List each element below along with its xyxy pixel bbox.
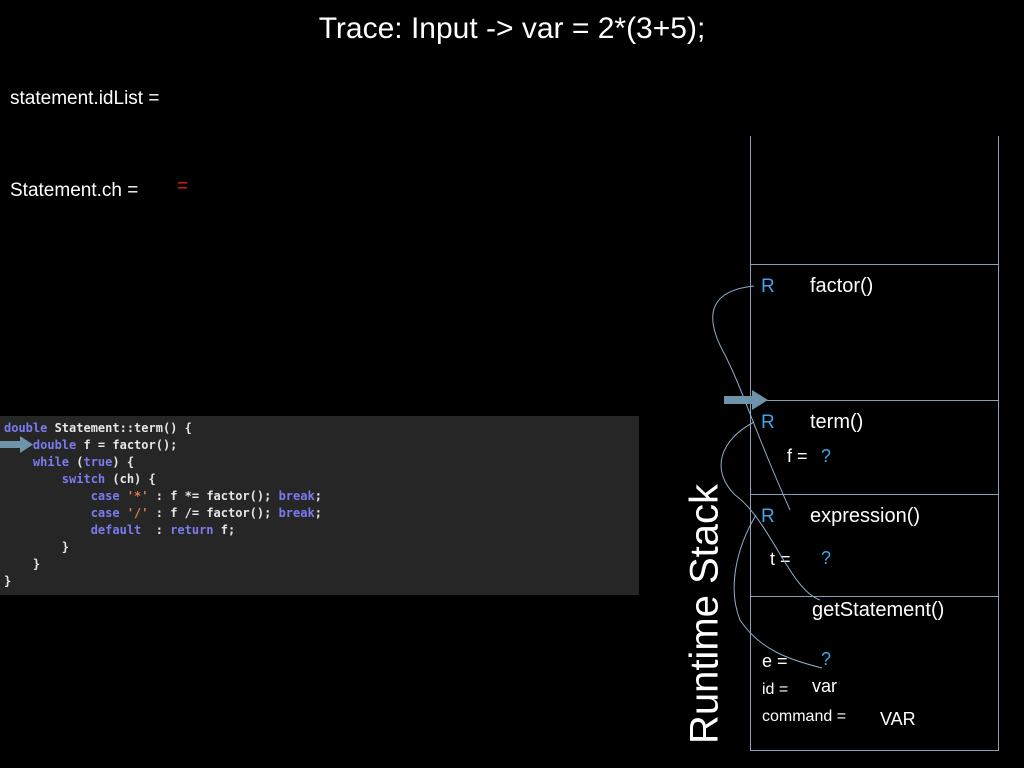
statement-ch-value: = bbox=[177, 176, 189, 197]
code-token: ) { bbox=[112, 455, 135, 469]
code-token: : bbox=[141, 523, 171, 537]
code-token: ; bbox=[314, 489, 322, 503]
code-line: switch (ch) { bbox=[4, 471, 156, 488]
frame-divider bbox=[751, 264, 998, 265]
code-token: break bbox=[278, 489, 315, 503]
factor-frame-name: factor() bbox=[810, 275, 874, 297]
code-token: while bbox=[4, 455, 70, 469]
getstatement-command-value: VAR bbox=[880, 709, 916, 729]
code-token: : f *= factor(); bbox=[148, 489, 279, 503]
code-line: } bbox=[4, 539, 69, 556]
code-token: ; bbox=[314, 506, 322, 520]
expression-t-value: ? bbox=[821, 548, 832, 568]
code-line: } bbox=[4, 573, 11, 590]
code-token: ( bbox=[69, 455, 84, 469]
code-token: (ch) { bbox=[105, 472, 156, 486]
term-f-label: f = bbox=[787, 446, 808, 466]
code-token: double bbox=[4, 421, 48, 435]
code-token: switch bbox=[4, 472, 106, 486]
return-link-term bbox=[720, 421, 821, 601]
code-token: } bbox=[4, 574, 12, 588]
code-token: true bbox=[83, 455, 113, 469]
code-token: case bbox=[4, 489, 120, 503]
code-token: double bbox=[4, 438, 77, 452]
factor-return-mark: R bbox=[761, 276, 775, 297]
slide-title: Trace: Input -> var = 2*(3+5); bbox=[318, 12, 706, 45]
return-link-factor bbox=[712, 285, 791, 511]
code-line: } bbox=[4, 556, 40, 573]
code-token: } bbox=[4, 557, 41, 571]
getstatement-id-value: var bbox=[812, 676, 838, 696]
return-link-expression bbox=[733, 514, 823, 669]
code-line: double f = factor(); bbox=[4, 437, 178, 454]
code-token: default bbox=[4, 523, 142, 537]
code-token: : f /= factor(); bbox=[148, 506, 279, 520]
term-f-value: ? bbox=[821, 446, 832, 466]
statement-idlist-label: statement.idList = bbox=[10, 88, 160, 109]
getstatement-e-value: ? bbox=[821, 649, 832, 669]
code-token: break bbox=[278, 506, 315, 520]
code-token: '/' bbox=[126, 506, 149, 520]
frame-divider bbox=[751, 400, 998, 401]
expression-frame-name: expression() bbox=[810, 505, 921, 527]
getstatement-frame-name: getStatement() bbox=[812, 599, 945, 621]
code-token: case bbox=[4, 506, 120, 520]
statement-ch-label: Statement.ch = bbox=[10, 180, 139, 201]
code-token: } bbox=[4, 540, 70, 554]
getstatement-e-label: e = bbox=[762, 651, 788, 671]
code-line: while (true) { bbox=[4, 454, 134, 471]
getstatement-id-label: id = bbox=[762, 681, 789, 698]
getstatement-command-label: command = bbox=[762, 708, 847, 725]
term-frame-name: term() bbox=[810, 411, 864, 433]
code-line: default : return f; bbox=[4, 522, 236, 539]
term-return-mark: R bbox=[761, 412, 775, 433]
frame-divider bbox=[751, 596, 998, 597]
frame-divider bbox=[751, 494, 998, 495]
arrow-right-icon bbox=[0, 436, 33, 453]
expression-t-label: t = bbox=[770, 549, 791, 569]
code-token: Statement::term() { bbox=[47, 421, 192, 435]
code-line: double Statement::term() { bbox=[4, 420, 192, 437]
code-token: f = factor(); bbox=[76, 438, 178, 452]
code-token: return bbox=[170, 523, 214, 537]
runtime-stack bbox=[750, 136, 999, 751]
code-line: case '*' : f *= factor(); break; bbox=[4, 488, 322, 505]
code-panel: double Statement::term() { double f = fa… bbox=[0, 416, 639, 595]
expression-return-mark: R bbox=[761, 506, 775, 527]
code-token: f; bbox=[213, 523, 236, 537]
code-token: '*' bbox=[126, 489, 149, 503]
arrow-right-icon bbox=[724, 390, 768, 410]
code-line: case '/' : f /= factor(); break; bbox=[4, 505, 322, 522]
